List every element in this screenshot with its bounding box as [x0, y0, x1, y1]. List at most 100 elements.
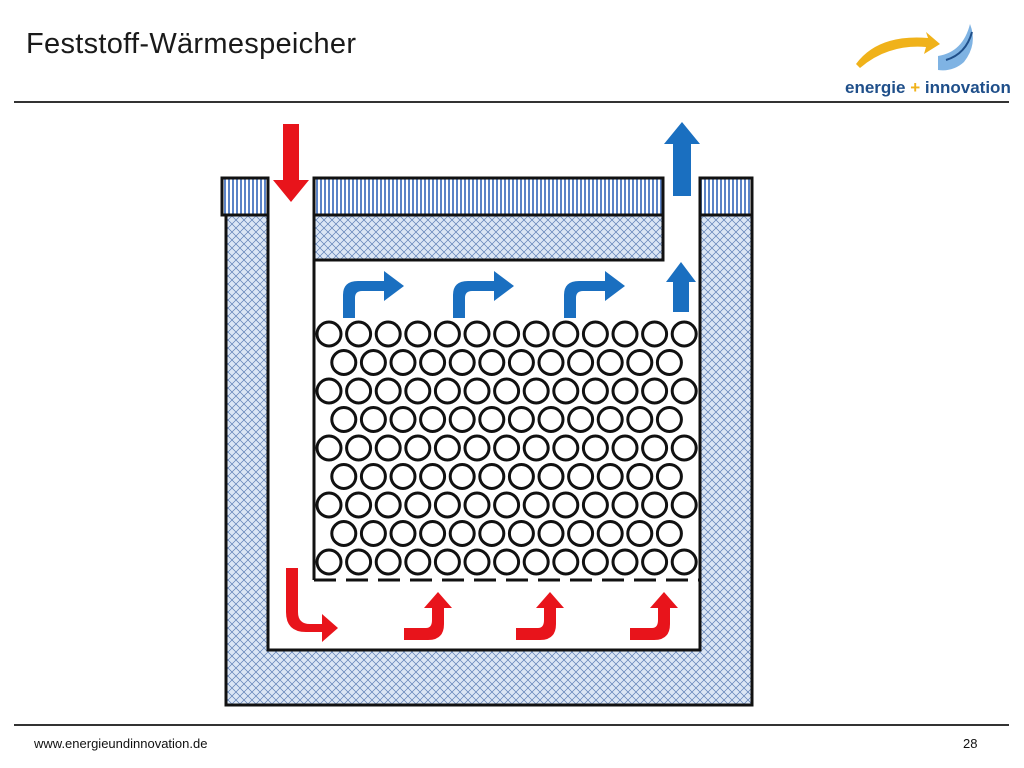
pebble — [537, 349, 565, 376]
cold-air-turn-arrow-2 — [453, 271, 514, 318]
pebble — [537, 406, 565, 433]
pebble — [626, 349, 654, 376]
hot-air-inlet-arrow — [273, 124, 309, 202]
pebble — [507, 463, 535, 490]
pebble — [433, 320, 461, 348]
pebble — [567, 349, 595, 376]
pebble — [463, 491, 491, 519]
pebble — [448, 406, 476, 433]
pebble — [670, 548, 698, 576]
lid-insulation-block — [312, 213, 665, 262]
pebble — [433, 377, 461, 405]
pebble — [641, 320, 669, 348]
lid-left — [220, 176, 270, 217]
pebble — [493, 491, 521, 519]
page-number: 28 — [963, 736, 978, 751]
pebble — [552, 320, 580, 348]
pebble — [611, 548, 639, 576]
pebble — [596, 520, 624, 547]
hot-air-up-arrow-1 — [404, 592, 452, 640]
pebble — [507, 520, 535, 547]
pebble — [670, 320, 698, 348]
pebble — [330, 520, 358, 547]
pebble — [552, 377, 580, 405]
pebble — [537, 520, 565, 547]
pebble — [626, 406, 654, 433]
pebble — [433, 548, 461, 576]
logo-plus: + — [910, 78, 921, 97]
pebble — [655, 349, 683, 376]
lid-right — [698, 176, 754, 217]
pebble — [522, 320, 550, 348]
pebble — [522, 548, 550, 576]
pebble — [507, 349, 535, 376]
pebble — [567, 406, 595, 433]
pebble — [655, 463, 683, 490]
pebble — [433, 434, 461, 462]
logo-wordmark: energie + innovation — [845, 78, 1011, 98]
pebble — [611, 320, 639, 348]
pebble — [345, 434, 373, 462]
pebble — [522, 377, 550, 405]
pebble — [359, 520, 387, 547]
logo-word-energie: energie — [845, 78, 906, 97]
pebble — [315, 377, 343, 405]
pebble — [537, 463, 565, 490]
pebble — [507, 406, 535, 433]
pebble — [611, 434, 639, 462]
pebble — [345, 491, 373, 519]
pebble — [330, 406, 358, 433]
company-logo — [856, 24, 973, 71]
footer-url: www.energieundinnovation.de — [34, 736, 208, 751]
pebble — [641, 491, 669, 519]
pebble — [552, 434, 580, 462]
pebble — [522, 434, 550, 462]
pebble — [581, 320, 609, 348]
pebble — [404, 320, 432, 348]
pebble — [345, 377, 373, 405]
footer-divider — [14, 724, 1009, 726]
pebble — [419, 463, 447, 490]
logo-word-innovation: innovation — [924, 78, 1011, 97]
pebble — [374, 377, 402, 405]
lid-middle — [312, 176, 665, 217]
cold-air-outlet-arrow — [664, 122, 700, 196]
header-divider — [14, 101, 1009, 103]
pebble — [404, 548, 432, 576]
pebble — [463, 434, 491, 462]
hot-air-up-arrow-2 — [516, 592, 564, 640]
pebble — [611, 377, 639, 405]
pebble — [478, 520, 506, 547]
pebble — [404, 434, 432, 462]
pebble — [552, 548, 580, 576]
pebble — [641, 434, 669, 462]
pebble — [478, 406, 506, 433]
cold-air-turn-arrow-3 — [564, 271, 625, 318]
pebble — [330, 463, 358, 490]
pebble — [670, 491, 698, 519]
pebble — [478, 349, 506, 376]
pebble — [670, 377, 698, 405]
pebble — [345, 548, 373, 576]
pebble — [315, 548, 343, 576]
pebble — [315, 491, 343, 519]
pebble — [463, 548, 491, 576]
pebble — [419, 349, 447, 376]
pebble — [404, 491, 432, 519]
cold-air-turn-arrow-1 — [343, 271, 404, 318]
cold-air-up-arrow — [666, 262, 696, 312]
hot-air-up-arrow-3 — [630, 592, 678, 640]
pebble — [404, 377, 432, 405]
pebble — [448, 463, 476, 490]
pebble — [626, 520, 654, 547]
pebble — [389, 406, 417, 433]
pebble — [345, 320, 373, 348]
pebble — [522, 491, 550, 519]
pebble — [389, 463, 417, 490]
pebble — [596, 406, 624, 433]
pebble — [359, 463, 387, 490]
pebble — [596, 349, 624, 376]
pebble-bed — [315, 320, 698, 576]
pebble — [374, 434, 402, 462]
